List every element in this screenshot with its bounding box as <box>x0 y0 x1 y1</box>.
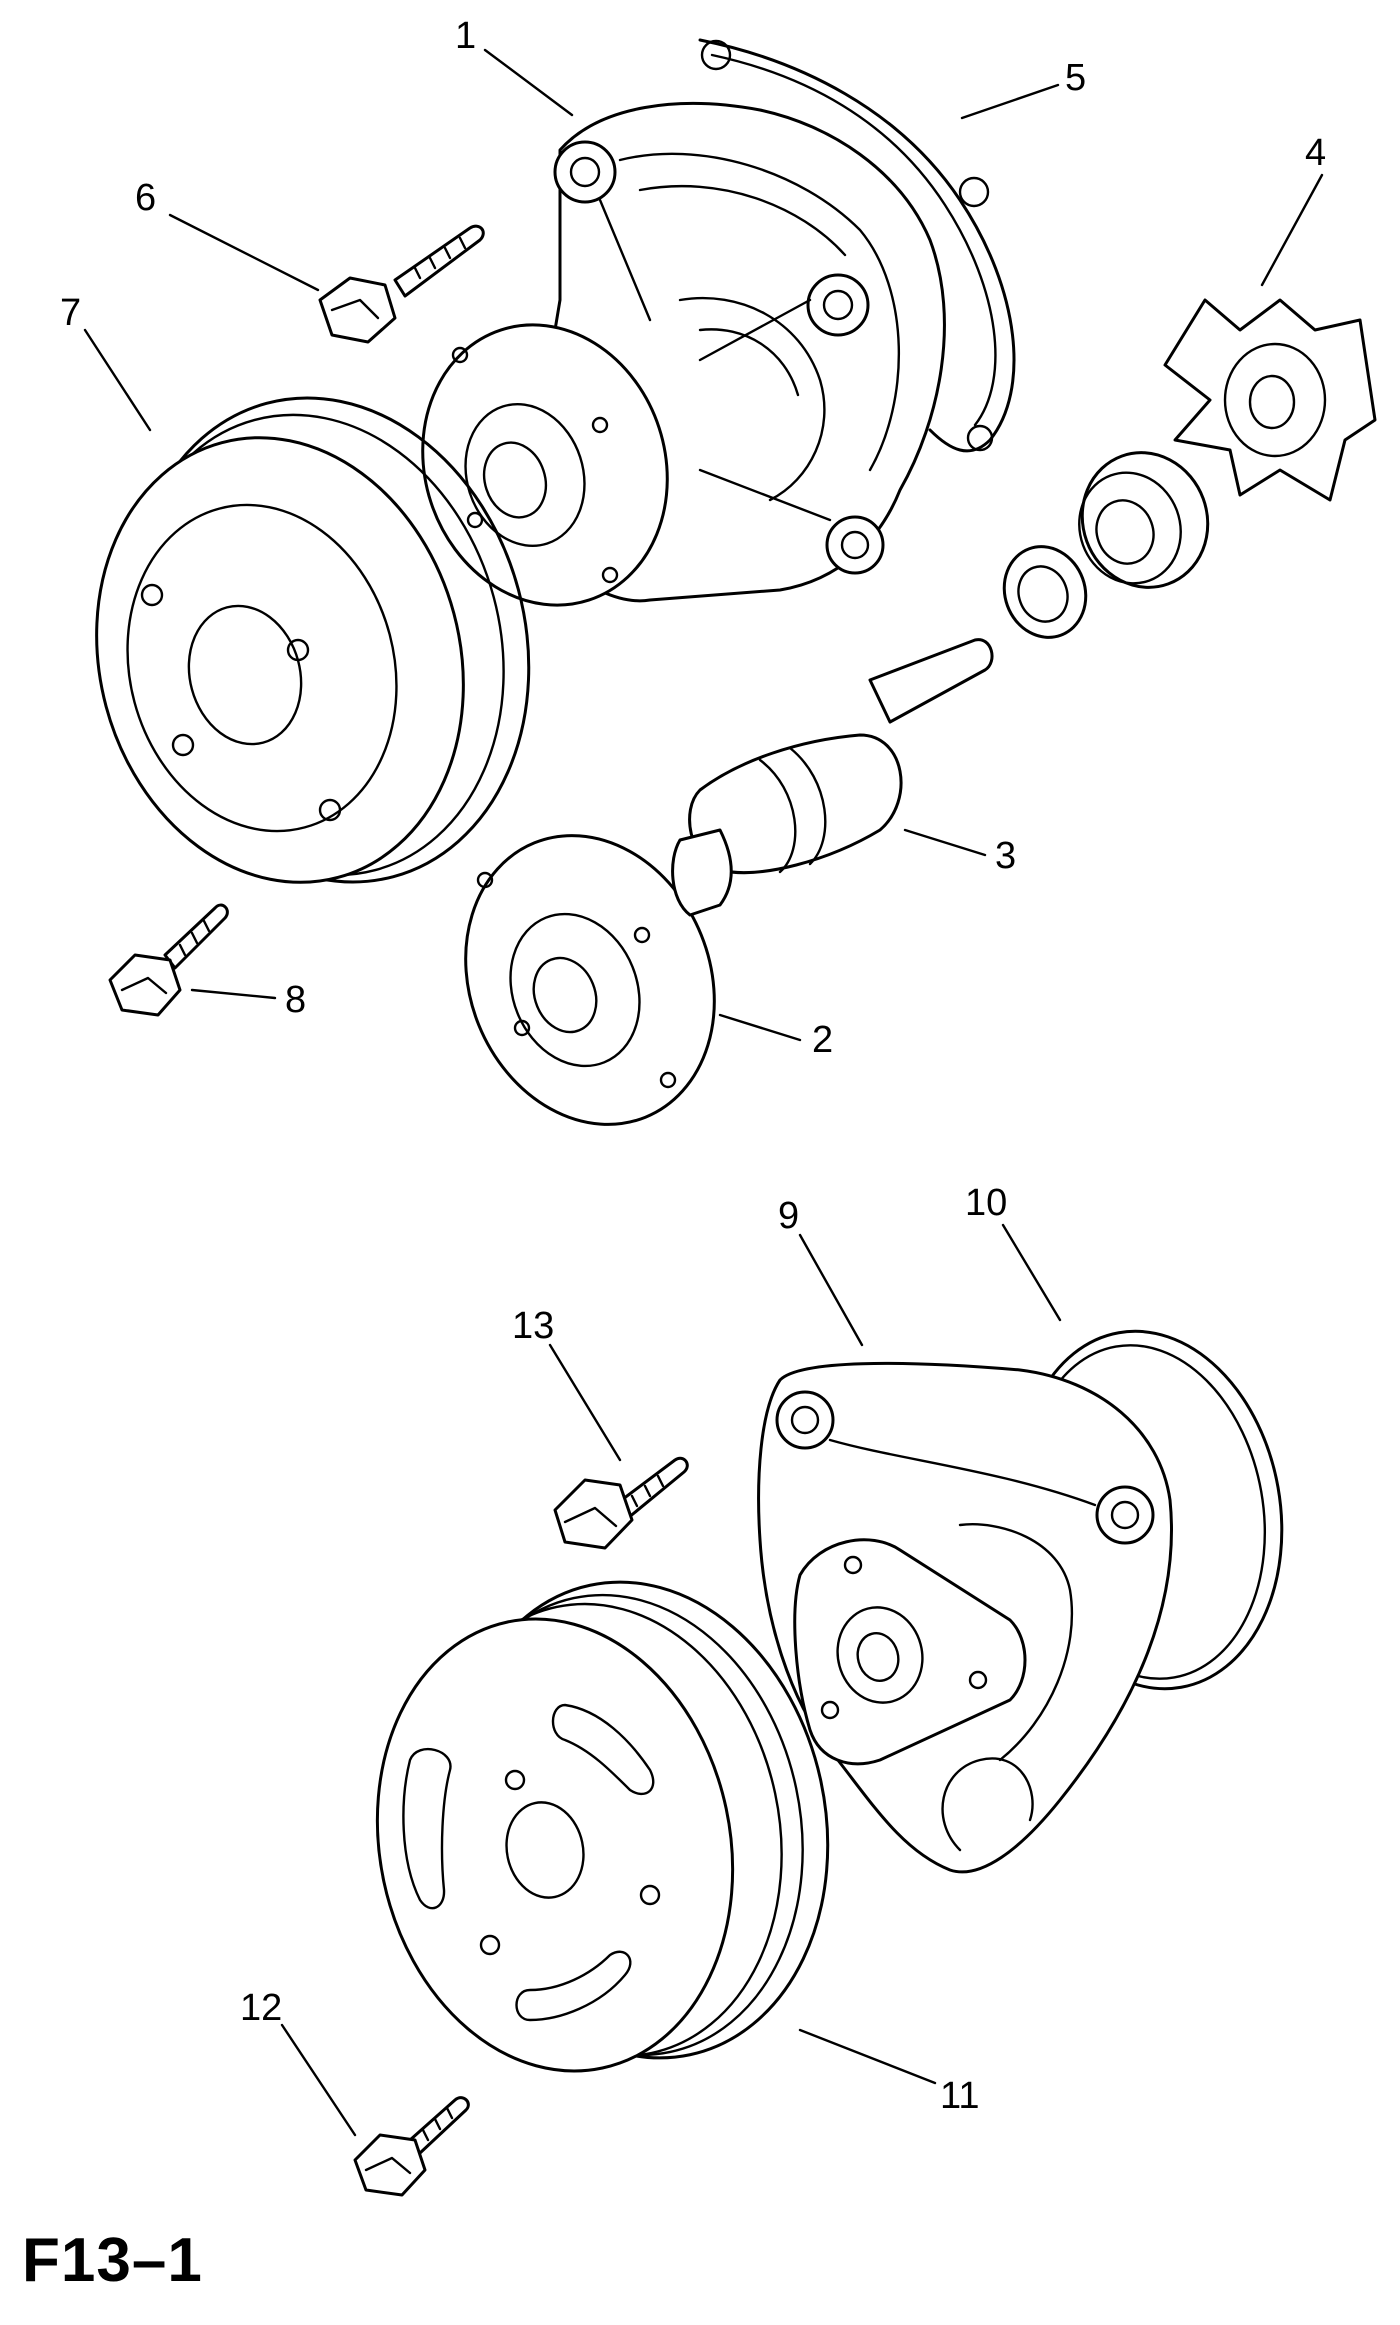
leader-5 <box>960 83 1060 120</box>
bolt-part-6 <box>318 224 485 344</box>
seal-ring <box>1002 545 1088 639</box>
leader-12 <box>280 2023 357 2137</box>
leader-7 <box>83 328 152 432</box>
pump-hub-flange <box>421 323 669 607</box>
pump-housing-part-9 <box>757 1361 1174 1874</box>
bearing-shaft-part-3 <box>671 638 994 917</box>
leader-9 <box>798 1233 864 1347</box>
bolt-part-12 <box>353 2096 470 2197</box>
seal-assembly <box>1078 451 1210 589</box>
callout-1: 1 <box>455 15 476 57</box>
callout-10: 10 <box>965 1182 1007 1224</box>
callout-6: 6 <box>135 177 156 219</box>
callout-numbers: 1 2 3 4 5 6 7 8 9 10 11 12 13 <box>60 15 1326 2117</box>
callout-9: 9 <box>778 1195 799 1237</box>
bolt-part-13 <box>553 1456 689 1550</box>
callout-2: 2 <box>812 1019 833 1061</box>
callout-7: 7 <box>60 292 81 334</box>
leader-lines <box>83 48 1324 2137</box>
leader-11 <box>798 2028 937 2085</box>
leader-6 <box>168 213 320 292</box>
leader-4 <box>1260 173 1324 287</box>
hub-flange-part-2 <box>464 834 716 1126</box>
callout-8: 8 <box>285 979 306 1021</box>
callout-12: 12 <box>240 1987 282 2029</box>
callout-5: 5 <box>1065 57 1086 99</box>
leader-3 <box>903 828 987 857</box>
leader-1 <box>483 48 574 117</box>
leader-10 <box>1001 1223 1062 1322</box>
leader-13 <box>548 1343 622 1462</box>
leader-2 <box>718 1013 802 1042</box>
callout-13: 13 <box>512 1305 554 1347</box>
callout-4: 4 <box>1305 132 1326 174</box>
gasket-part-5 <box>698 38 1016 453</box>
impeller-part-4 <box>1163 298 1377 502</box>
callout-11: 11 <box>940 2075 979 2117</box>
pulley-part-7 <box>95 396 531 884</box>
bolt-part-8 <box>108 903 229 1017</box>
pulley-part-11 <box>375 1580 830 2073</box>
callout-3: 3 <box>995 835 1016 877</box>
figure-id: F13–1 <box>22 2226 203 2295</box>
leader-8 <box>190 988 277 1000</box>
